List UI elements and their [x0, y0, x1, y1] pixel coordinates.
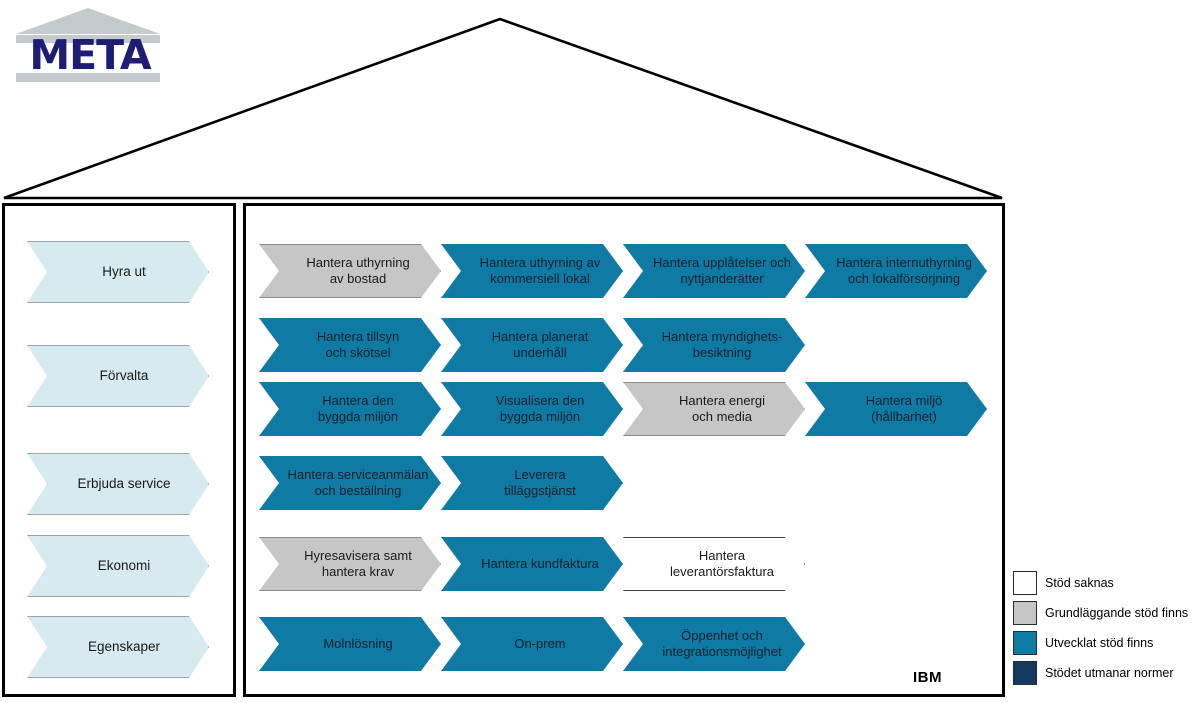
capability-chevron-forvalta-2-0[interactable]: Hantera den byggda miljön: [259, 382, 441, 436]
legend-swatch-none: [1013, 571, 1037, 595]
capability-label: Hantera den byggda miljön: [317, 393, 399, 424]
capability-chevron-egenskaper-0[interactable]: Molnlösning: [259, 617, 441, 671]
capability-chevron-forvalta-1-1[interactable]: Hantera planerat underhåll: [441, 318, 623, 372]
capability-chevron-hyra-ut-1[interactable]: Hantera uthyrning av kommersiell lokal: [441, 244, 623, 298]
capability-label: Hantera energi och media: [679, 393, 765, 424]
phase-label: Egenskaper: [87, 638, 161, 654]
capability-label: Hantera internuthyrning och lokalförsörj…: [836, 255, 972, 286]
capability-label: Hantera leverantörsfaktura: [669, 548, 775, 579]
legend-swatch-challenging: [1013, 661, 1037, 685]
capability-label: Hantera uthyrning av bostad: [306, 255, 410, 286]
logo-bottom-bar: [16, 73, 160, 82]
capability-label: Hyresavisera samt hantera krav: [304, 548, 412, 579]
legend-swatch-basic: [1013, 601, 1037, 625]
capability-label: Hantera uthyrning av kommersiell lokal: [479, 255, 601, 286]
legend-row-none: Stöd saknas: [1013, 568, 1199, 598]
phase-label: Hyra ut: [102, 263, 146, 279]
capability-chevron-forvalta-1-0[interactable]: Hantera tillsyn och skötsel: [259, 318, 441, 372]
legend-label-none: Stöd saknas: [1045, 576, 1114, 590]
legend-label-challenging: Stödet utmanar normer: [1045, 666, 1174, 680]
capability-chevron-hyra-ut-0[interactable]: Hantera uthyrning av bostad: [259, 244, 441, 298]
house-roof-outline: [3, 17, 1003, 200]
phase-label: Erbjuda service: [77, 475, 171, 491]
legend-label-developed: Utvecklat stöd finns: [1045, 636, 1154, 650]
capability-label: Hantera myndighets- besiktning: [661, 329, 783, 360]
phase-chevron-3[interactable]: Ekonomi: [27, 535, 209, 597]
meta-logo: META: [8, 6, 168, 84]
capability-label: Hantera kundfaktura: [481, 556, 599, 572]
legend-swatch-developed: [1013, 631, 1037, 655]
capability-label: Hantera serviceanmälan och beställning: [287, 467, 429, 498]
capability-label: Hantera planerat underhåll: [491, 329, 589, 360]
capability-label: Hantera miljö (hållbarhet): [865, 393, 943, 424]
legend-row-challenging: Stödet utmanar normer: [1013, 658, 1199, 688]
phase-label: Ekonomi: [97, 557, 151, 573]
capability-chevron-forvalta-1-2[interactable]: Hantera myndighets- besiktning: [623, 318, 805, 372]
capability-label: Visualisera den byggda miljön: [495, 393, 585, 424]
legend-label-basic: Grundläggande stöd finns: [1045, 606, 1189, 620]
capability-chevron-forvalta-2-1[interactable]: Visualisera den byggda miljön: [441, 382, 623, 436]
capability-chevron-ekonomi-2[interactable]: Hantera leverantörsfaktura: [623, 537, 805, 591]
capability-chevron-egenskaper-1[interactable]: On-prem: [441, 617, 623, 671]
capability-chevron-forvalta-2-3[interactable]: Hantera miljö (hållbarhet): [805, 382, 987, 436]
legend-row-basic: Grundläggande stöd finns: [1013, 598, 1199, 628]
capability-chevron-egenskaper-2[interactable]: Öppenhet och integrationsmöjlighet: [623, 617, 805, 671]
phase-chevron-0[interactable]: Hyra ut: [27, 241, 209, 303]
logo-roof-icon: [16, 8, 160, 34]
capability-chevron-ekonomi-1[interactable]: Hantera kundfaktura: [441, 537, 623, 591]
phase-chevron-4[interactable]: Egenskaper: [27, 616, 209, 678]
capability-label: Molnlösning: [323, 636, 393, 652]
capability-chevron-erbjuda-service-0[interactable]: Hantera serviceanmälan och beställning: [259, 456, 441, 510]
logo-top-bar: [16, 35, 160, 43]
capability-chevron-ekonomi-0[interactable]: Hyresavisera samt hantera krav: [259, 537, 441, 591]
logo-wordmark: META: [29, 31, 151, 79]
vendor-mark: IBM: [913, 669, 942, 686]
legend-row-developed: Utvecklat stöd finns: [1013, 628, 1199, 658]
capability-chevron-hyra-ut-3[interactable]: Hantera internuthyrning och lokalförsörj…: [805, 244, 987, 298]
capability-label: On-prem: [514, 636, 566, 652]
capability-label: Hantera upplåtelser och nyttjanderätter: [652, 255, 792, 286]
phase-label: Förvalta: [99, 367, 149, 383]
capability-label: Öppenhet och integrationsmöjlighet: [662, 628, 782, 659]
capability-chevron-hyra-ut-2[interactable]: Hantera upplåtelser och nyttjanderätter: [623, 244, 805, 298]
capability-chevron-erbjuda-service-1[interactable]: Leverera tilläggstjänst: [441, 456, 623, 510]
phase-chevron-1[interactable]: Förvalta: [27, 345, 209, 407]
phase-chevron-2[interactable]: Erbjuda service: [27, 453, 209, 515]
capability-chevron-forvalta-2-2[interactable]: Hantera energi och media: [623, 382, 805, 436]
capability-label: Leverera tilläggstjänst: [504, 467, 576, 498]
capability-label: Hantera tillsyn och skötsel: [316, 329, 400, 360]
